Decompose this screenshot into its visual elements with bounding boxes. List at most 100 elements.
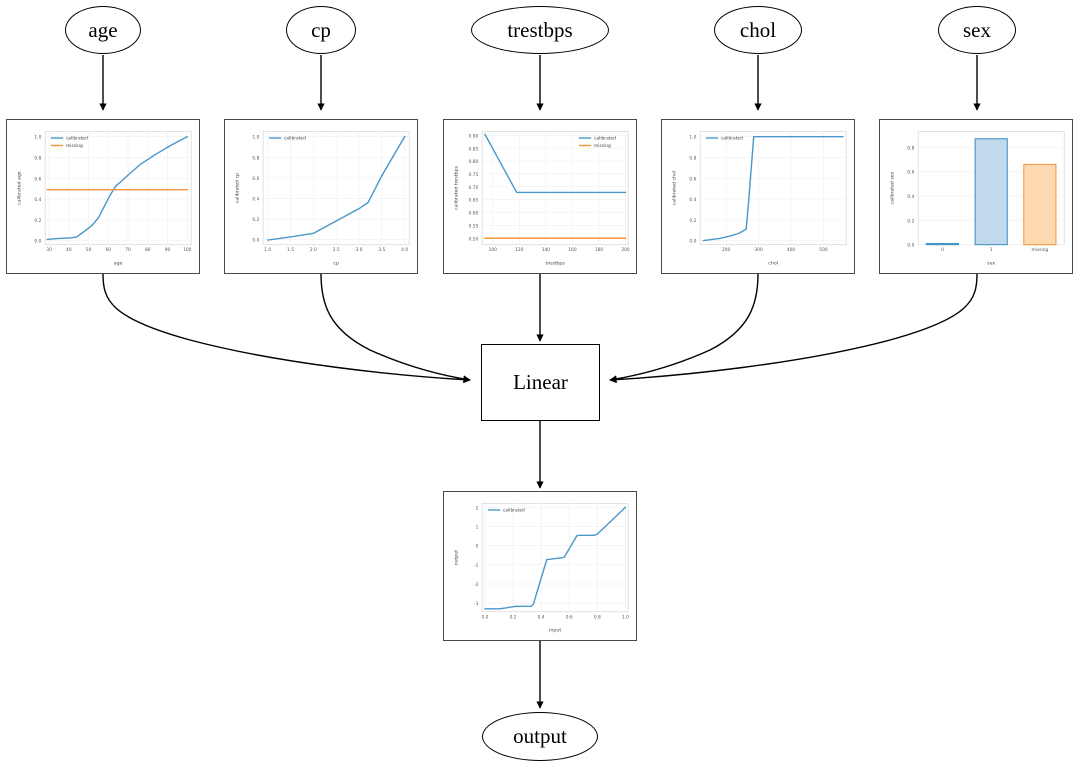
svg-text:0.50: 0.50	[469, 236, 479, 242]
node-chol-label: chol	[739, 17, 777, 42]
svg-text:calibrated chol: calibrated chol	[671, 171, 677, 206]
svg-text:0.85: 0.85	[469, 146, 479, 152]
svg-text:0.80: 0.80	[469, 159, 479, 165]
svg-text:500: 500	[819, 247, 828, 253]
svg-text:140: 140	[542, 247, 551, 253]
svg-text:50: 50	[86, 247, 92, 253]
svg-text:0.0: 0.0	[907, 243, 914, 249]
svg-text:cp: cp	[333, 261, 339, 266]
svg-text:0: 0	[476, 544, 479, 550]
svg-text:1.0: 1.0	[622, 614, 629, 620]
svg-text:0: 0	[941, 247, 944, 253]
svg-text:30: 30	[46, 247, 52, 253]
svg-text:input: input	[549, 627, 561, 633]
svg-text:sex: sex	[987, 261, 995, 266]
node-output-label: output	[513, 724, 567, 748]
svg-text:1: 1	[476, 525, 479, 531]
svg-text:missing: missing	[1031, 247, 1048, 253]
svg-text:0.6: 0.6	[689, 176, 696, 182]
svg-text:90: 90	[165, 247, 171, 253]
svg-text:0.4: 0.4	[907, 194, 914, 200]
node-sex[interactable]: sex	[938, 6, 1016, 54]
svg-text:100: 100	[183, 247, 192, 253]
svg-text:3.5: 3.5	[378, 247, 385, 253]
svg-text:0.8: 0.8	[252, 155, 259, 161]
svg-text:0.70: 0.70	[469, 185, 479, 191]
edge-sex-chart-to-linear	[609, 273, 978, 384]
svg-text:0.6: 0.6	[34, 176, 41, 182]
svg-text:1.0: 1.0	[34, 135, 41, 141]
svg-text:0.2: 0.2	[510, 614, 517, 620]
node-trestbps[interactable]: trestbps	[471, 6, 609, 54]
svg-text:0.6: 0.6	[907, 170, 914, 176]
svg-text:calibrated: calibrated	[66, 136, 88, 142]
node-trestbps-label: trestbps	[507, 17, 573, 42]
node-cp[interactable]: cp	[286, 6, 356, 54]
svg-text:80: 80	[145, 247, 151, 253]
edge-cp-chart-to-linear	[320, 273, 471, 383]
svg-text:200: 200	[621, 247, 630, 253]
svg-text:calibrated: calibrated	[594, 136, 616, 142]
svg-text:0.6: 0.6	[252, 176, 259, 182]
node-cp-label: cp	[311, 17, 331, 42]
svg-text:0.2: 0.2	[34, 218, 41, 224]
edge-chol-chart-to-linear	[609, 273, 759, 383]
svg-text:calibrated trestbps: calibrated trestbps	[453, 166, 459, 210]
node-linear[interactable]: Linear	[481, 344, 600, 421]
svg-text:0.6: 0.6	[566, 614, 573, 620]
svg-text:0.0: 0.0	[481, 614, 488, 620]
svg-text:0.4: 0.4	[252, 196, 259, 202]
svg-text:0.60: 0.60	[469, 211, 479, 217]
svg-text:trestbps: trestbps	[545, 260, 565, 266]
node-output[interactable]: output	[482, 712, 598, 761]
svg-text:0.2: 0.2	[252, 217, 259, 223]
svg-text:0.0: 0.0	[252, 238, 259, 244]
svg-text:100: 100	[489, 247, 498, 253]
svg-text:calibrated: calibrated	[284, 136, 306, 142]
node-linear-label: Linear	[513, 370, 568, 394]
node-age[interactable]: age	[65, 6, 141, 54]
svg-text:180: 180	[595, 247, 604, 253]
svg-text:4.0: 4.0	[401, 247, 408, 253]
svg-text:0.90: 0.90	[469, 133, 479, 139]
svg-text:0.0: 0.0	[689, 239, 696, 245]
svg-text:1.0: 1.0	[252, 135, 259, 141]
svg-text:160: 160	[568, 247, 577, 253]
svg-text:0.4: 0.4	[538, 614, 545, 620]
svg-text:calibrated: calibrated	[503, 508, 525, 514]
edge-age-chart-to-linear	[102, 273, 471, 384]
svg-text:1.0: 1.0	[689, 135, 696, 141]
svg-text:40: 40	[66, 247, 72, 253]
node-chol[interactable]: chol	[714, 6, 802, 54]
svg-text:1.5: 1.5	[287, 247, 294, 253]
svg-text:calibrated cp: calibrated cp	[234, 173, 240, 203]
svg-text:0.4: 0.4	[689, 197, 696, 203]
svg-text:400: 400	[787, 247, 796, 253]
svg-text:missing: missing	[66, 143, 83, 149]
svg-text:60: 60	[106, 247, 112, 253]
svg-text:0.0: 0.0	[34, 239, 41, 245]
svg-text:output: output	[453, 550, 459, 565]
svg-text:0.55: 0.55	[469, 223, 479, 229]
svg-text:3.0: 3.0	[356, 247, 363, 253]
svg-text:age: age	[114, 261, 123, 266]
svg-text:1.0: 1.0	[264, 247, 271, 253]
svg-text:calibrated age: calibrated age	[16, 171, 22, 205]
svg-text:-2: -2	[474, 582, 479, 588]
svg-text:chol: chol	[768, 260, 778, 266]
node-age-label: age	[88, 17, 118, 42]
svg-text:0.8: 0.8	[689, 156, 696, 162]
svg-text:0.8: 0.8	[907, 145, 914, 151]
